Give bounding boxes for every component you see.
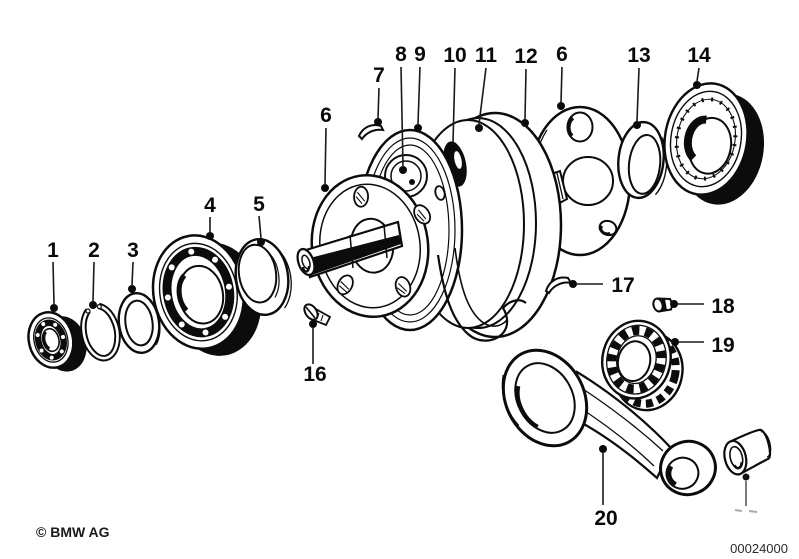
callout-label-3: 3 [127, 239, 139, 262]
callout-label-5: 5 [253, 193, 265, 216]
part-ball-bearing-small [27, 311, 87, 372]
callout-4: 4 [204, 194, 216, 240]
callout-11: 11 [475, 44, 498, 132]
callout-label-17: 17 [611, 274, 634, 297]
callout-3: 3 [127, 239, 139, 293]
callout-label-2: 2 [88, 239, 100, 262]
callout-20: 20 [594, 445, 618, 530]
callout-label-11: 11 [475, 44, 498, 67]
part-connecting-rod [501, 348, 717, 497]
part-roller-bearing [601, 319, 684, 412]
callout-14: 14 [687, 44, 711, 89]
diagram-number: 00024000 [730, 541, 788, 556]
copyright-text: © BMW AG [36, 524, 110, 540]
callout-label-12: 12 [514, 45, 537, 68]
callout-label-8: 8 [395, 43, 407, 66]
callout-label-7: 7 [373, 64, 385, 87]
part-screw [303, 303, 332, 327]
part-ball-bearing-14 [663, 82, 765, 205]
callout-label-14: 14 [687, 44, 711, 67]
callout-13: 13 [627, 44, 651, 129]
part-small-end-bushing [723, 428, 772, 476]
crankshaft-counterweight-contour [436, 247, 527, 342]
callout-label-6-front: 6 [320, 104, 332, 127]
part-plug [652, 297, 674, 313]
callout-8: 8 [395, 43, 407, 174]
callout-17: 17 [569, 274, 635, 297]
callout-6-front: 6 [320, 104, 332, 192]
callout-label-1: 1 [47, 239, 59, 262]
part-shim-ring [117, 291, 161, 355]
part-spacer-ring-13 [617, 120, 668, 200]
callout-label-20: 20 [594, 507, 617, 530]
callout-label-19: 19 [711, 334, 734, 357]
callout-label-13: 13 [627, 44, 650, 67]
callout-5: 5 [253, 193, 265, 246]
callout-label-6-rear: 6 [556, 43, 568, 66]
callout-10: 10 [443, 44, 467, 150]
callout-7: 7 [373, 64, 385, 126]
part-crankshaft-assembly [296, 105, 632, 342]
callout-label-4: 4 [204, 194, 216, 217]
callout-1: 1 [47, 239, 59, 312]
callout-19: 19 [671, 334, 735, 357]
callout-12: 12 [514, 45, 538, 127]
part-circlip [80, 302, 121, 362]
callout-label-16: 16 [303, 363, 326, 386]
callout-label-10: 10 [443, 44, 466, 67]
callout-bushing-clipped [734, 473, 758, 513]
part-spacer-ring [234, 237, 292, 317]
callout-9: 9 [414, 43, 426, 132]
callout-16: 16 [303, 320, 327, 386]
callout-2: 2 [88, 239, 100, 309]
callout-6-rear: 6 [556, 43, 568, 110]
crankshaft-taper-nose [296, 220, 404, 279]
callout-label-18: 18 [711, 295, 735, 318]
callout-18: 18 [670, 295, 735, 318]
part-woodruff-key-7 [357, 124, 385, 141]
callout-label-9: 9 [414, 43, 426, 66]
